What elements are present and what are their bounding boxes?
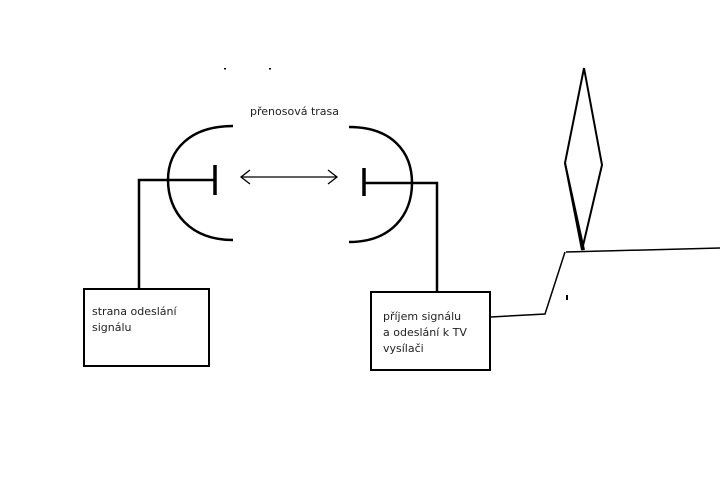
tv-antenna-icon [563,67,721,253]
transmission-arrow [239,169,339,185]
receiver-box-line-2: a odeslání k TV [383,326,467,339]
receiver-box-line-1: příjem signálu [383,310,462,323]
sender-box-line-2: signálu [92,321,132,334]
sender-box: strana odeslání signálu [83,288,210,367]
sender-box-line-1: strana odeslání [92,305,177,318]
sender-connection-line [137,178,170,288]
receiver-box: příjem signálu a odeslání k TV vysílači [370,291,491,371]
receiver-connection-line [410,181,439,292]
antenna-feed-line [490,251,566,318]
left-dish-icon [166,124,234,242]
right-dish-icon [348,125,414,244]
stray-marks [224,68,568,300]
transmission-route-label: přenosová trasa [250,105,339,118]
receiver-box-line-3: vysílači [383,342,424,355]
